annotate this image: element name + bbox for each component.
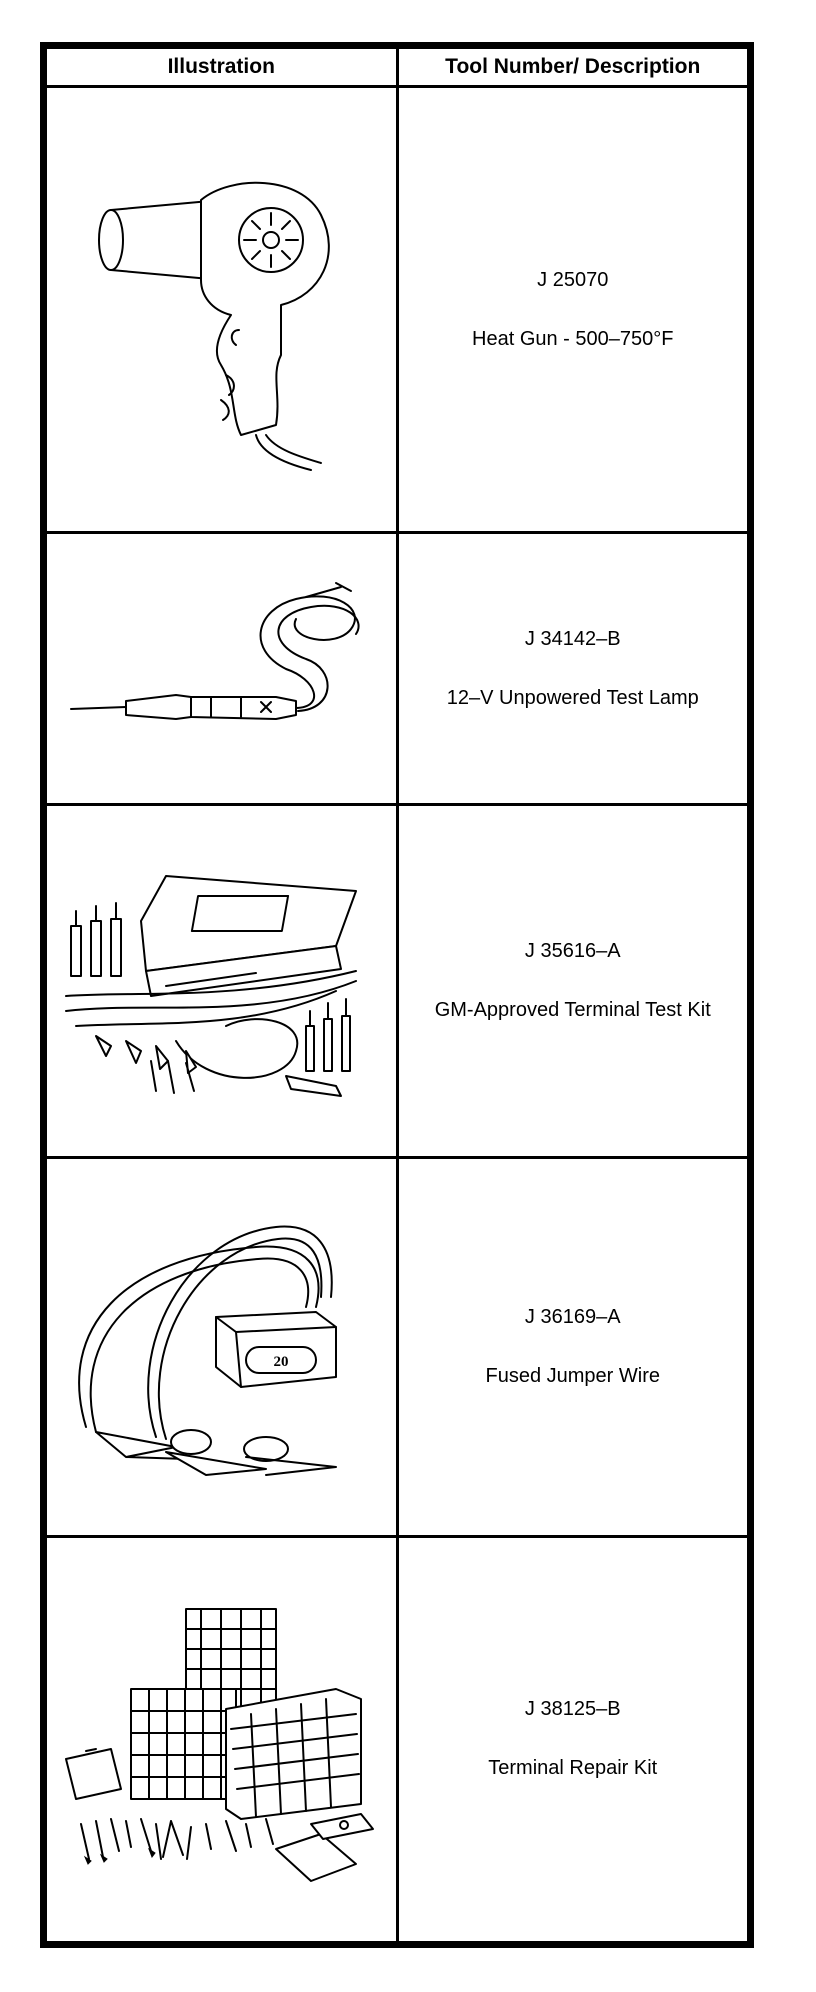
table-row: 20 J 36169–A Fused Jumper Wire — [44, 1155, 750, 1538]
table-row: J 35616–A GM-Approved Terminal Test Kit — [44, 803, 750, 1159]
header-illustration: Illustration — [44, 46, 399, 88]
fused-jumper-wire-icon: 20 — [78, 1225, 338, 1476]
table-row: J 38125–B Terminal Repair Kit — [44, 1534, 750, 1945]
tool-description: Terminal Repair Kit — [488, 1757, 658, 1780]
illustration-cell — [44, 803, 399, 1159]
description-cell: J 34142–B 12–V Unpowered Test Lamp — [395, 531, 750, 807]
tool-number: J 35616–A — [524, 939, 621, 962]
tool-description: Heat Gun - 500–750°F — [472, 327, 674, 350]
description-cell: J 36169–A Fused Jumper Wire — [395, 1155, 750, 1538]
header-description: Tool Number/ Description — [395, 46, 750, 88]
tool-number: J 34142–B — [524, 627, 621, 650]
test-lamp-icon — [70, 581, 360, 720]
tool-description: 12–V Unpowered Test Lamp — [446, 686, 699, 709]
tool-number: J 36169–A — [524, 1305, 621, 1328]
description-cell: J 38125–B Terminal Repair Kit — [395, 1534, 750, 1945]
terminal-repair-kit-icon — [65, 1608, 375, 1883]
terminal-test-kit-icon — [65, 874, 358, 1097]
illustration-cell — [44, 531, 399, 807]
tools-table-container: Illustration Tool Number/ Description — [40, 42, 754, 1948]
table-header-row: Illustration Tool Number/ Description — [44, 46, 750, 88]
illustration-cell — [44, 84, 399, 535]
table-row: J 34142–B 12–V Unpowered Test Lamp — [44, 531, 750, 807]
illustration-cell — [44, 1534, 399, 1945]
tools-table: Illustration Tool Number/ Description — [44, 46, 750, 1945]
tool-description: GM-Approved Terminal Test Kit — [434, 998, 711, 1021]
table-row: J 25070 Heat Gun - 500–750°F — [44, 84, 750, 535]
fuse-rating-label: 20 — [274, 1354, 289, 1370]
heat-gun-icon — [98, 181, 331, 471]
tool-number: J 38125–B — [524, 1698, 621, 1721]
tool-number: J 25070 — [537, 268, 609, 291]
tool-description: Fused Jumper Wire — [485, 1364, 661, 1387]
description-cell: J 35616–A GM-Approved Terminal Test Kit — [395, 803, 750, 1159]
description-cell: J 25070 Heat Gun - 500–750°F — [395, 84, 750, 535]
illustration-cell: 20 — [44, 1155, 399, 1538]
